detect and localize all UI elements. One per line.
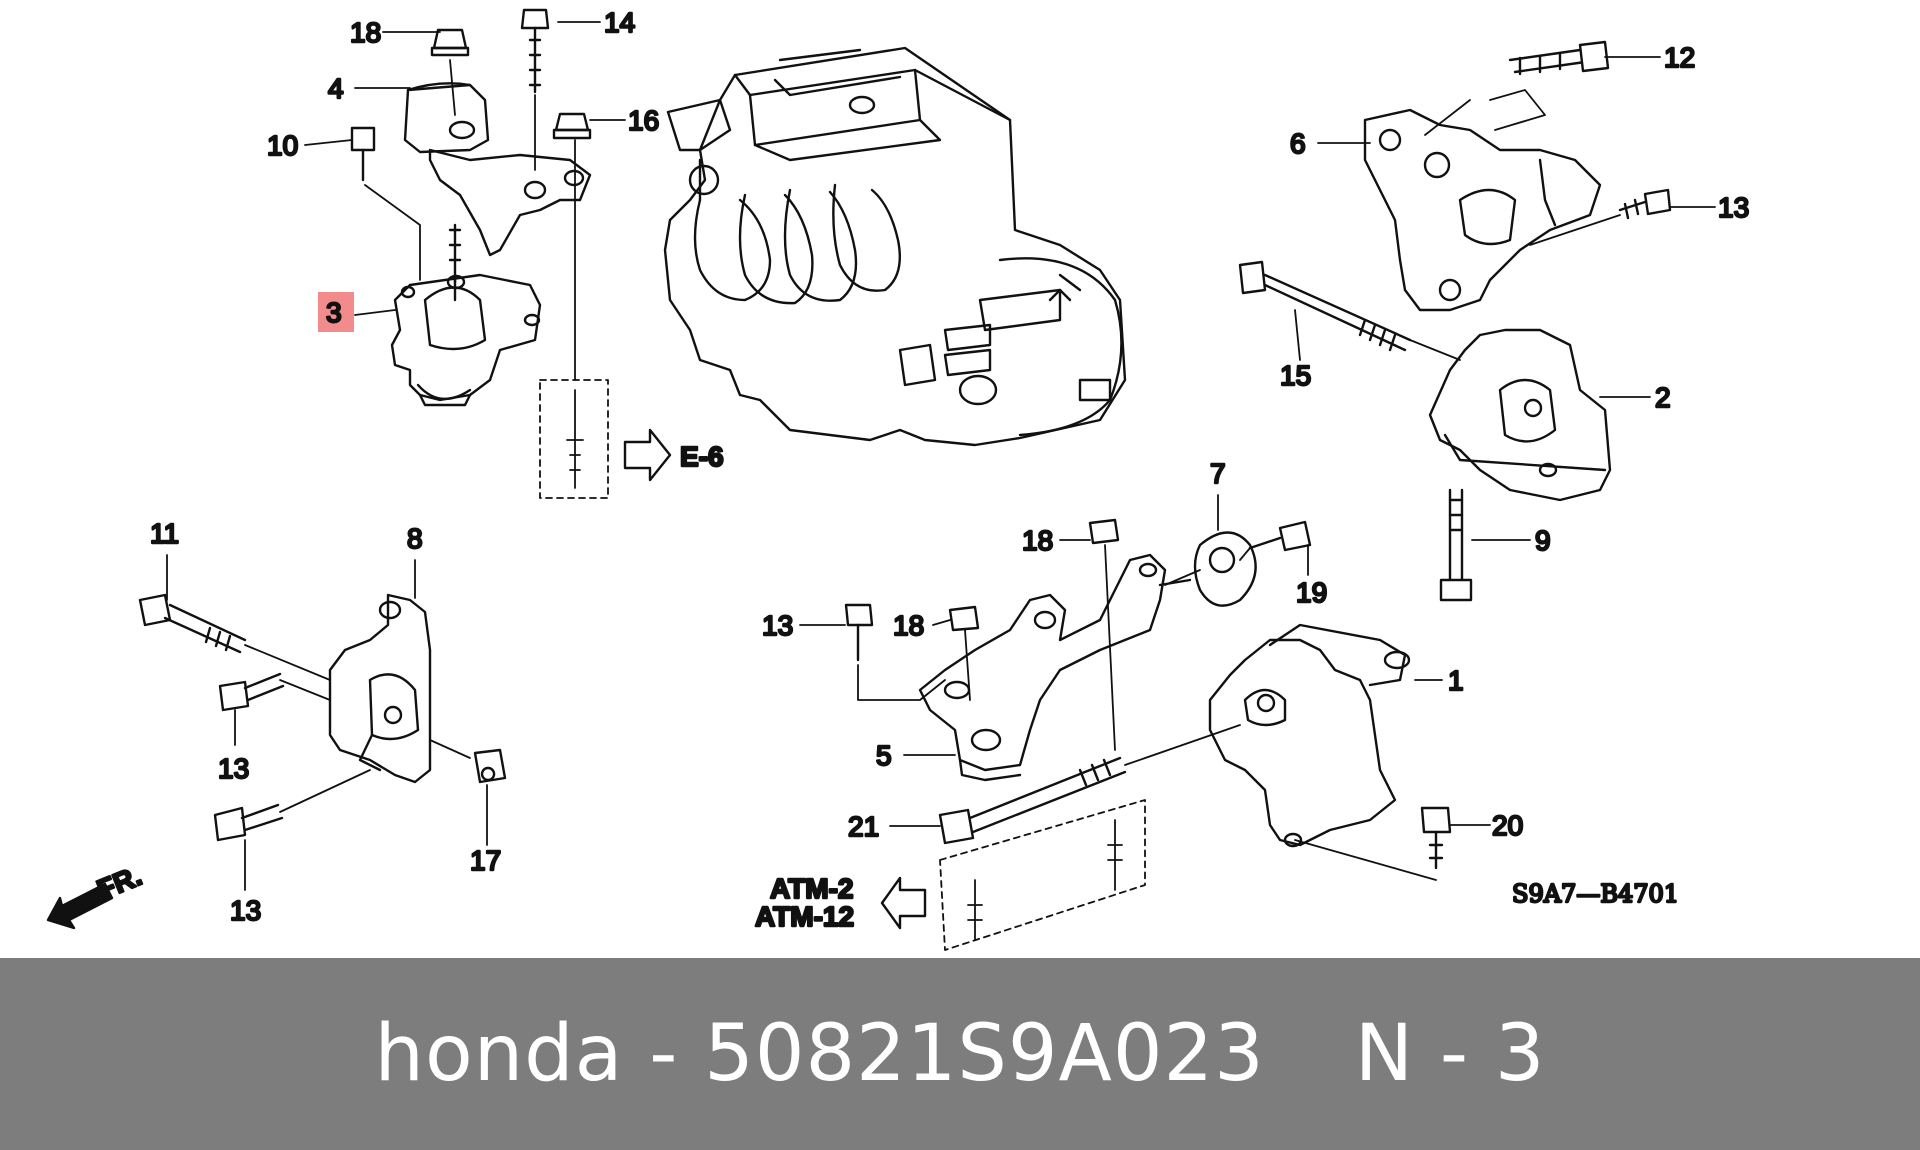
diagram-code: S9A7—B4701 [1512, 880, 1679, 908]
part-number: 50821S9A023 [704, 1009, 1265, 1099]
brand-name: honda [374, 1009, 624, 1099]
item-prefix: N [1354, 1009, 1415, 1099]
guide-lines-lower-right [857, 544, 1437, 951]
callout-4: 4 [328, 73, 344, 104]
guide-lines-upper-right [1409, 89, 1621, 361]
reference-atm2: ATM-2 [770, 873, 853, 904]
nut-18-middle [1088, 518, 1120, 545]
callout-20: 20 [1492, 810, 1523, 841]
reference-e6: E-6 [680, 441, 724, 472]
callout-17: 17 [470, 845, 501, 876]
callout-5: 5 [876, 740, 892, 771]
callout-16: 16 [628, 105, 659, 136]
exploded-view-drawing: 18 4 10 14 16 3 12 6 13 15 2 9 11 8 13 1… [46, 6, 1750, 951]
part-2-mount [1428, 328, 1612, 502]
part-8-bracket [328, 593, 432, 784]
bolt-13-upper-right [1618, 188, 1672, 220]
part-1-mount [1208, 623, 1411, 848]
item-number: 3 [1494, 1009, 1546, 1099]
callout-9: 9 [1535, 525, 1551, 556]
nut-18-lower [948, 605, 980, 632]
callout-18-top: 18 [350, 17, 381, 48]
part-4-bracket [403, 82, 592, 257]
callout-18-middle: 18 [1022, 525, 1053, 556]
callout-19: 19 [1296, 577, 1327, 608]
selected-part-highlight [318, 292, 354, 332]
callout-15: 15 [1280, 360, 1311, 391]
callout-13-upper-right: 13 [1718, 192, 1749, 223]
callout-13-lower-left-b: 13 [230, 895, 261, 926]
bolt-13-lower-right [844, 603, 874, 662]
front-direction-arrow [46, 882, 114, 930]
bolt-9 [1439, 488, 1473, 602]
guide-lines-upper-left [364, 59, 609, 499]
bolt-21 [938, 756, 1127, 845]
bolt-13-lower-left-b [213, 803, 284, 842]
part-5-bracket [918, 553, 1167, 782]
callout-18-lower: 18 [893, 610, 924, 641]
front-label: FR. [93, 860, 146, 906]
callout-8: 8 [407, 523, 423, 554]
brand-separator: - [649, 1009, 679, 1099]
bolt-15 [1238, 260, 1412, 352]
part-3-engine-mount [390, 223, 542, 407]
reference-atm12: ATM-12 [755, 901, 854, 932]
callout-7: 7 [1210, 458, 1226, 489]
callout-10: 10 [267, 130, 298, 161]
callout-14: 14 [604, 7, 635, 38]
nut-17 [473, 748, 507, 784]
callout-21: 21 [848, 811, 879, 842]
bolt-14 [520, 8, 550, 94]
bolt-13-lower-left-a [218, 672, 285, 712]
callout-1: 1 [1448, 665, 1464, 696]
nut-18-top [430, 28, 470, 57]
callout-13-lower-right: 13 [762, 610, 793, 641]
callout-13-lower-left-a: 13 [218, 753, 249, 784]
bolt-10 [350, 126, 376, 182]
engine-drawing [663, 46, 1127, 447]
bolt-20 [1420, 806, 1452, 870]
callout-2: 2 [1655, 382, 1671, 413]
callout-12: 12 [1664, 42, 1695, 73]
bolt-19 [1248, 520, 1312, 552]
guide-lines-lower-left [244, 644, 471, 813]
callout-6: 6 [1290, 128, 1306, 159]
parts-diagram: 18 4 10 14 16 3 12 6 13 15 2 9 11 8 13 1… [46, 5, 1751, 951]
arrow-atm-reference [880, 876, 927, 930]
part-7-bushing [1158, 531, 1257, 607]
item-separator: - [1439, 1009, 1470, 1099]
nut-16 [552, 112, 592, 140]
bolt-12 [1508, 40, 1610, 76]
callout-leaders [166, 21, 1716, 891]
footer-banner: honda - 50821S9A023 N - 3 [0, 958, 1920, 1150]
bolt-11 [138, 593, 247, 654]
arrow-e6-reference [623, 428, 672, 482]
part-6-bracket [1363, 108, 1602, 312]
callout-3: 3 [326, 297, 342, 328]
callout-11: 11 [150, 518, 179, 549]
